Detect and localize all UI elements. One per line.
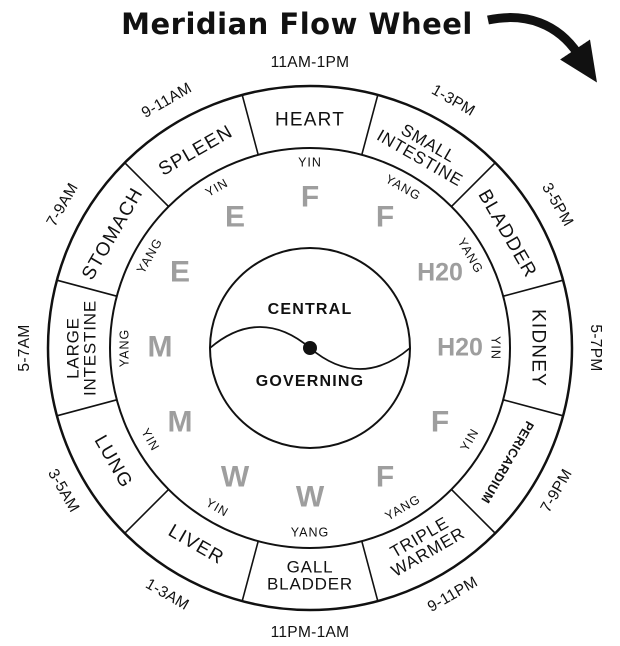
meridian-name: HEART xyxy=(274,109,346,131)
element-label-liver: W xyxy=(220,460,250,494)
meridian-label-kidney: KIDNEY xyxy=(527,309,549,387)
element-label-heart: F xyxy=(300,180,320,214)
element-label-small-intestine: F xyxy=(375,200,395,234)
element-label-stomach: E xyxy=(169,255,191,289)
meridian-name-line: BLADDER xyxy=(267,575,353,594)
meridian-label-large-intestine: LARGE INTESTINE xyxy=(63,300,100,396)
time-label-heart: 11AM-1PM xyxy=(270,54,350,72)
polarity-label-kidney: YIN xyxy=(488,336,503,360)
element-label-gall-bladder: W xyxy=(295,480,325,514)
element-label-lung: M xyxy=(167,405,193,439)
segment-divider xyxy=(502,399,564,417)
segment-divider xyxy=(361,94,379,156)
element-label-spleen: E xyxy=(224,200,246,234)
time-label-large-intestine: 5-7AM xyxy=(16,324,34,372)
segment-divider xyxy=(450,162,496,208)
polarity-label-gall-bladder: YANG xyxy=(290,525,330,540)
segment-divider xyxy=(361,540,379,602)
segment-divider xyxy=(502,279,564,297)
center-label-governing: GOVERNING xyxy=(255,373,365,390)
segment-divider xyxy=(56,399,118,417)
element-label-pericardium: F xyxy=(430,405,450,439)
time-label-gall-bladder: 11PM-1AM xyxy=(270,624,350,642)
page-title: Meridian Flow Wheel xyxy=(121,7,473,41)
meridian-name-line: GALL xyxy=(286,557,334,577)
meridian-name-line: LARGE xyxy=(63,317,83,379)
element-label-kidney: H20 xyxy=(437,333,483,362)
segment-dividers xyxy=(56,94,564,602)
polarity-label-heart: YIN xyxy=(298,155,322,170)
flow-direction-arrow-icon xyxy=(487,13,597,83)
segment-divider xyxy=(450,488,496,534)
inner-circle xyxy=(109,147,511,549)
element-label-triple-warmer: F xyxy=(375,460,395,494)
segment-divider xyxy=(124,162,170,208)
center-label-central: CENTRAL xyxy=(267,301,353,318)
element-label-large-intestine: M xyxy=(147,330,173,364)
outer-circle xyxy=(46,84,574,612)
segment-divider xyxy=(241,94,259,156)
meridian-name: KIDNEY xyxy=(527,309,549,387)
time-label-kidney: 5-7PM xyxy=(586,324,604,372)
center-dot xyxy=(303,341,317,355)
segment-divider xyxy=(124,488,170,534)
polarity-label-large-intestine: YANG xyxy=(117,328,132,368)
meridian-name-line: INTESTINE xyxy=(81,300,100,396)
segment-divider xyxy=(56,279,118,297)
element-label-bladder: H20 xyxy=(417,258,463,287)
meridian-label-heart: HEART xyxy=(275,110,345,129)
segment-divider xyxy=(241,540,259,602)
meridian-label-gall-bladder: GALL BLADDER xyxy=(267,557,353,594)
